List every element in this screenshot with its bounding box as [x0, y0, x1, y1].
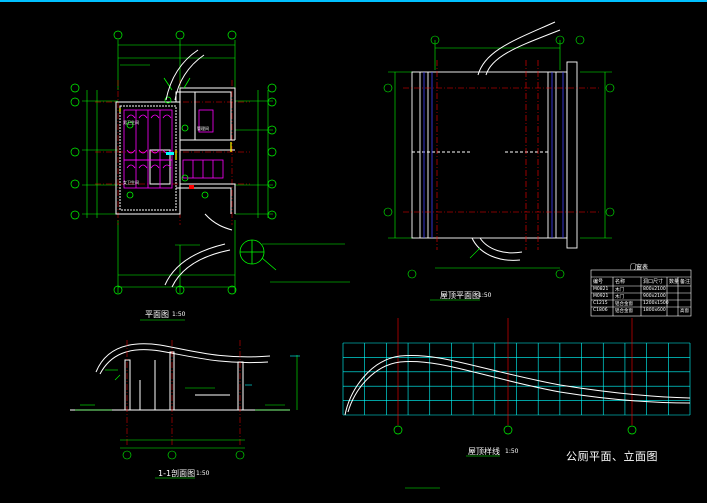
table-cell: 1200x1500 [643, 301, 669, 306]
table-row: M0921 木门 900x2100 [593, 294, 691, 301]
room-label-mgmt: 管理间 [197, 126, 209, 131]
roof-plan-scale: 1:50 [478, 292, 492, 299]
section-title: 1-1剖面图 [158, 469, 196, 478]
floor-plan [70, 30, 350, 295]
roof-plan [383, 21, 692, 317]
table-row: C1215 铝合金窗 1200x1500 [593, 301, 691, 308]
table-cell: C1215 [593, 301, 608, 306]
table-cell: 木门 [615, 295, 624, 300]
table-cell: M0921 [593, 294, 609, 299]
top-border-line [0, 0, 707, 2]
th-note: 备注 [680, 279, 691, 285]
table-cell: 800x2100 [643, 287, 666, 292]
th-size: 洞口尺寸 [643, 279, 664, 285]
room-label-men: 男卫生间 [123, 120, 139, 125]
table-cell: M0821 [593, 287, 609, 292]
th-name: 名称 [615, 279, 626, 285]
table-cell: 高窗 [680, 309, 689, 314]
elevation-title: 屋顶样线 [468, 447, 500, 456]
th-code: 编号 [593, 279, 604, 285]
section-drawing [70, 340, 300, 479]
elevation-scale: 1:50 [505, 448, 519, 455]
door-window-table-title: 门窗表 [630, 264, 649, 271]
table-cell: 900x2100 [643, 294, 666, 299]
room-label-women: 女卫生间 [123, 180, 139, 185]
table-cell: 铝合金窗 [615, 302, 633, 307]
table-row: M0821 木门 800x2100 [593, 287, 691, 294]
table-cell: 木门 [615, 288, 624, 293]
sheet-title: 公厕平面、立面图 [566, 450, 658, 463]
table-cell: 铝合金窗 [615, 309, 633, 314]
table-cell: C1806 [593, 308, 608, 313]
section-scale: 1:50 [196, 470, 210, 477]
plan-title: 平面图 [145, 310, 169, 319]
th-qty: 数量 [669, 279, 680, 285]
table-row: C1806 铝合金窗 1800x600 高窗 [593, 308, 691, 315]
plan-scale: 1:50 [172, 311, 186, 318]
table-cell: 1800x600 [643, 308, 666, 313]
elevation-grid [342, 318, 691, 489]
roof-plan-title: 屋顶平面图 [440, 291, 480, 300]
